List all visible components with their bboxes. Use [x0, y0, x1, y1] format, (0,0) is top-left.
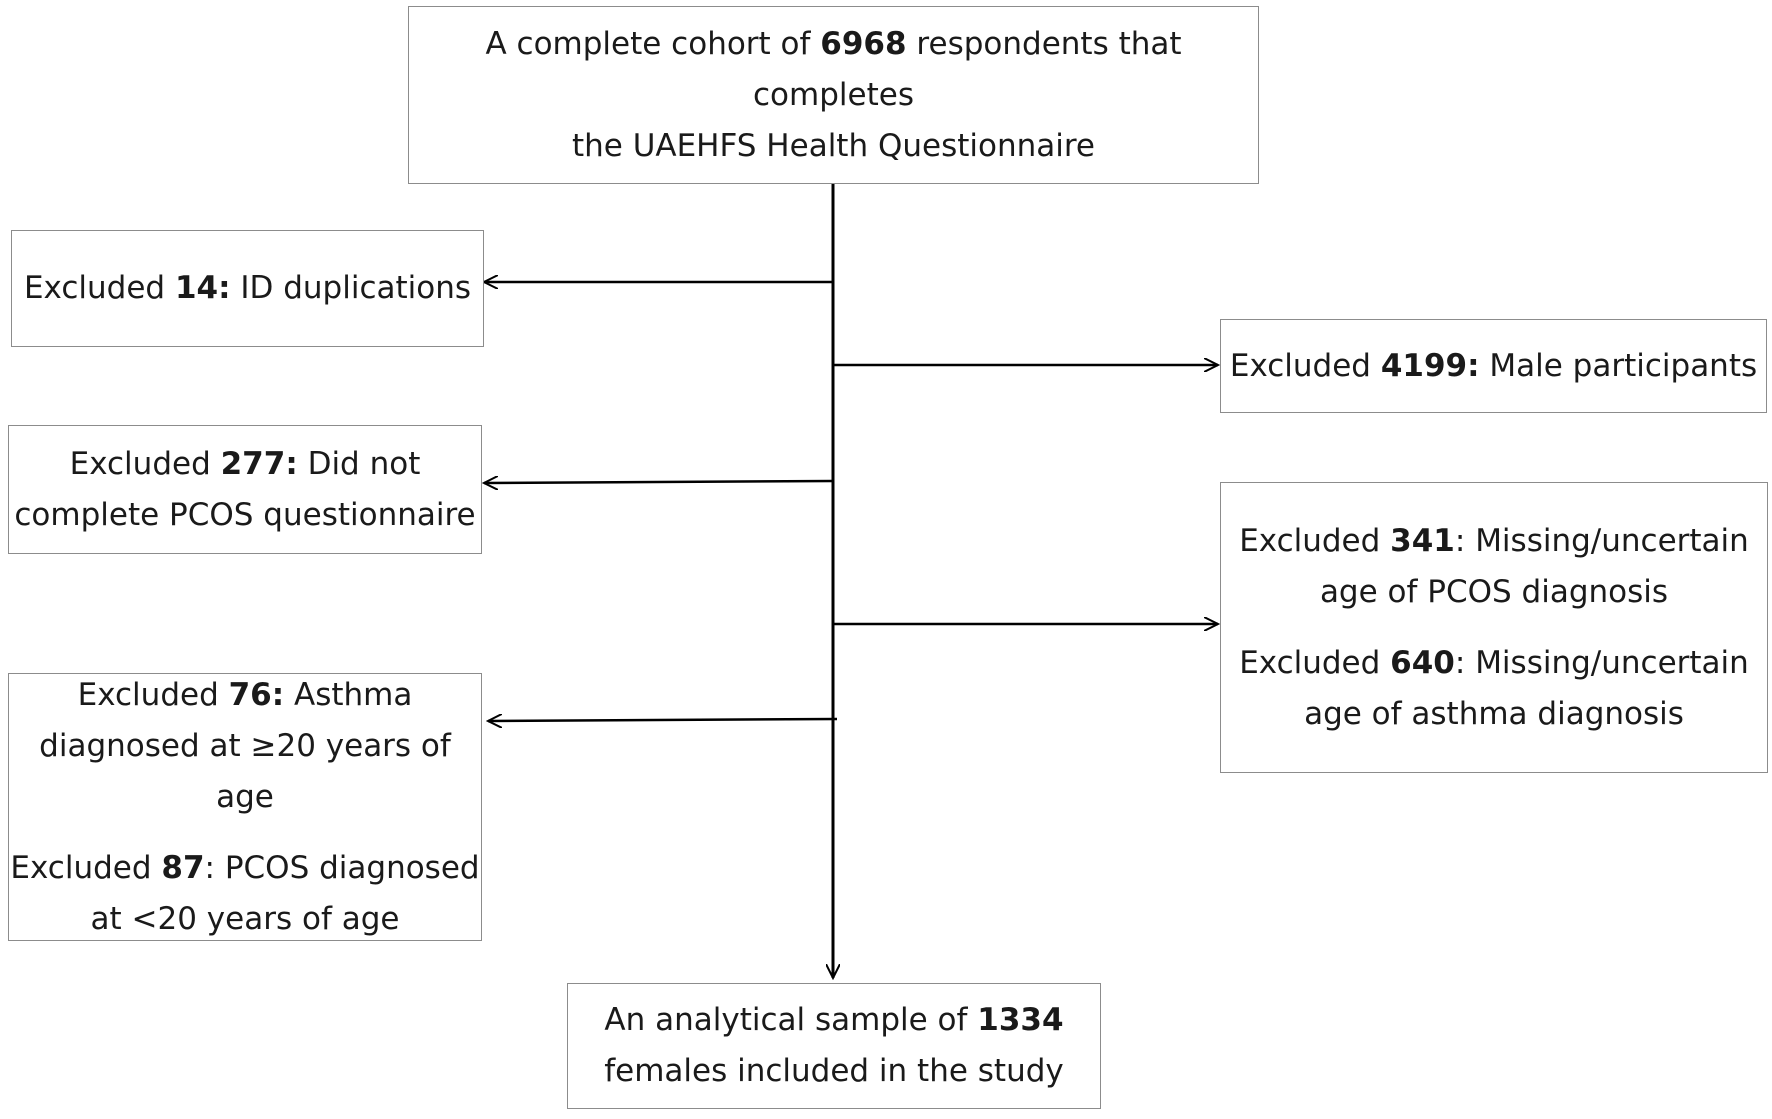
exclusion-text: Excluded 14: ID duplications [23, 270, 472, 306]
exclusion-count: 341 [1390, 522, 1455, 559]
sample-count: 1334 [977, 1002, 1064, 1038]
exclusion-box-male: Excluded 4199: Male participants [1220, 319, 1767, 413]
exclusion-box-id-duplications: Excluded 14: ID duplications [11, 230, 484, 347]
cohort-box: A complete cohort of 6968 respondents th… [408, 6, 1259, 184]
cohort-count: 6968 [820, 25, 907, 62]
sample-text-line2: females included in the study [604, 1053, 1064, 1089]
exclusion-count: 14: [174, 270, 231, 306]
exclusion-count: 277: [220, 445, 298, 482]
arrow-to-age-exclusions [488, 719, 838, 721]
exclusion-text-line1: Excluded 277: Did not [69, 445, 421, 482]
exclusion-count: 4199: [1380, 347, 1480, 384]
exclusion-text-line2: complete PCOS questionnaire [14, 496, 476, 533]
arrow-to-pcos-questionnaire [484, 481, 834, 483]
exclusion-text: Excluded 4199: Male participants [1229, 347, 1758, 384]
sample-text-line1: An analytical sample of 1334 [604, 1002, 1064, 1038]
exclusion-box-pcos-questionnaire: Excluded 277: Did not complete PCOS ques… [8, 425, 482, 554]
exclusion-count: 76: [228, 676, 285, 713]
cohort-text-line2: the UAEHFS Health Questionnaire [571, 127, 1096, 164]
analytical-sample-box: An analytical sample of 1334 females inc… [567, 983, 1101, 1109]
exclusion-count: 87 [161, 849, 205, 886]
cohort-text-line1: A complete cohort of 6968 respondents th… [485, 25, 1182, 113]
exclusion-count: 640 [1390, 644, 1455, 681]
